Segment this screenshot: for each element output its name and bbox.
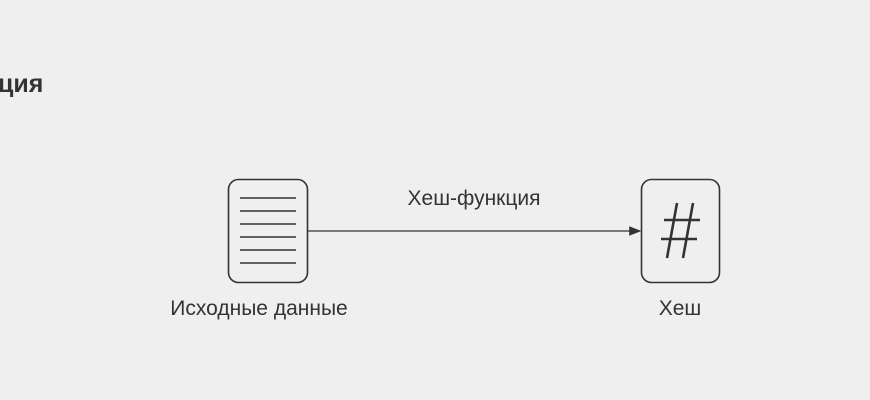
source-data-label: Исходные данные <box>170 297 348 320</box>
hash-function-label: Хеш-функция <box>407 187 541 210</box>
page-title: ция <box>0 70 44 98</box>
hash-label: Хеш <box>658 297 702 320</box>
hash-icon <box>640 178 721 284</box>
document-icon <box>227 178 309 284</box>
